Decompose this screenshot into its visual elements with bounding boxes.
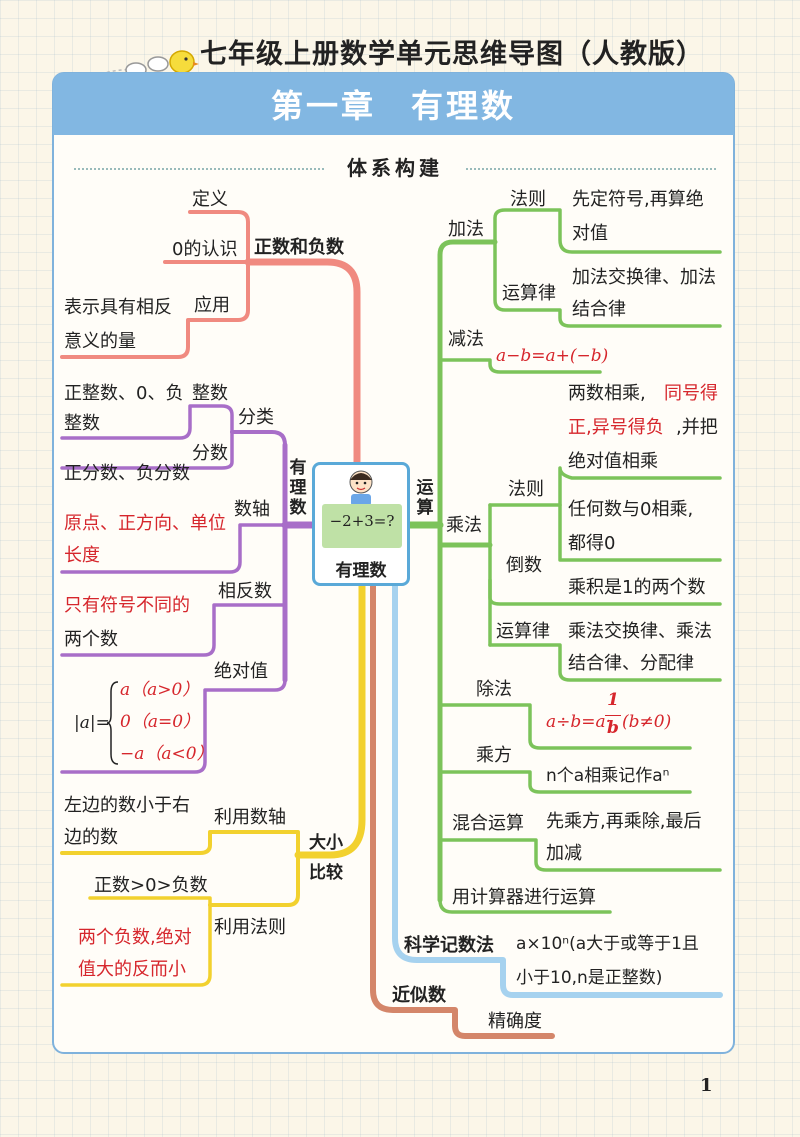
compare-number-line-desc-1: 左边的数小于右 bbox=[64, 795, 190, 816]
mul-law-desc-2: 结合律、分配律 bbox=[568, 653, 694, 674]
add-law-desc-2: 结合律 bbox=[572, 299, 626, 320]
node-calculator: 用计算器进行运算 bbox=[452, 887, 596, 908]
branch-scientific: 科学记数法 bbox=[404, 935, 494, 956]
fraction-desc: 正分数、负分数 bbox=[64, 463, 190, 484]
branch-operations: 运算 bbox=[416, 478, 434, 518]
mul-rule-desc-e: 绝对值相乘 bbox=[568, 451, 658, 472]
node-multiplication: 乘法 bbox=[446, 515, 482, 536]
division-formula-b: (b≠0) bbox=[622, 712, 672, 732]
center-label: 有理数 bbox=[335, 561, 387, 581]
absolute-formula-lhs: |a|= bbox=[74, 713, 110, 733]
compare-rule-desc-1: 正数>0>负数 bbox=[94, 875, 208, 896]
node-classification: 分类 bbox=[238, 407, 274, 428]
subtraction-formula: a−b=a+(−b) bbox=[496, 346, 609, 366]
node-application: 应用 bbox=[194, 295, 230, 316]
node-mul-law: 运算律 bbox=[496, 621, 550, 642]
opposite-desc-2: 两个数 bbox=[64, 629, 118, 650]
branch-compare: 大小比较 bbox=[309, 833, 343, 883]
compare-number-line-desc-2: 边的数 bbox=[64, 827, 118, 848]
node-number-line: 数轴 bbox=[234, 499, 270, 520]
node-fraction: 分数 bbox=[192, 443, 228, 464]
blackboard bbox=[322, 504, 402, 548]
opposite-desc-1: 只有符号不同的 bbox=[64, 595, 190, 616]
divider-right bbox=[466, 168, 716, 170]
add-rule-desc-1: 先定符号,再算绝 bbox=[572, 189, 704, 210]
node-integer: 整数 bbox=[192, 383, 228, 404]
mixed-desc-1: 先乘方,再乘除,最后 bbox=[546, 811, 702, 832]
division-formula-a: a÷b=a· bbox=[546, 712, 612, 732]
mul-zero-desc-1: 任何数与0相乘, bbox=[568, 499, 694, 520]
node-definition: 定义 bbox=[192, 189, 228, 210]
compare-rule-desc-2: 两个负数,绝对 bbox=[78, 927, 192, 948]
mul-rule-desc-b: 同号得 bbox=[664, 383, 718, 404]
branch-rational: 有理数 bbox=[289, 458, 307, 518]
absolute-formula-line-2: 0（a=0） bbox=[120, 712, 201, 732]
application-desc-2: 意义的量 bbox=[64, 331, 136, 352]
left-brace-icon bbox=[106, 681, 119, 765]
division-denominator: b bbox=[607, 718, 619, 738]
node-compare-number-line: 利用数轴 bbox=[214, 807, 286, 828]
absolute-formula-line-3: −a（a<0） bbox=[120, 744, 214, 764]
chapter-banner bbox=[53, 73, 734, 135]
scientific-desc-1: a×10ⁿ(a大于或等于1且 bbox=[516, 934, 699, 954]
page-title: 七年级上册数学单元思维导图（人教版） bbox=[200, 39, 704, 70]
number-line-desc-2: 长度 bbox=[64, 545, 100, 566]
node-compare-rule: 利用法则 bbox=[214, 917, 286, 938]
number-line-desc-1: 原点、正方向、单位 bbox=[64, 513, 226, 534]
scientific-desc-2: 小于10,n是正整数) bbox=[516, 968, 663, 988]
node-power: 乘方 bbox=[476, 745, 512, 766]
division-numerator: 1 bbox=[607, 690, 619, 710]
mul-rule-desc-a: 两数相乘, bbox=[568, 383, 646, 404]
node-opposite: 相反数 bbox=[218, 581, 272, 602]
power-desc: n个a相乘记作aⁿ bbox=[546, 766, 670, 786]
node-division: 除法 bbox=[476, 679, 512, 700]
node-reciprocal: 倒数 bbox=[506, 555, 542, 576]
absolute-formula-line-1: a（a>0） bbox=[120, 680, 200, 700]
integer-desc-2: 整数 bbox=[64, 413, 100, 434]
chapter-title: 第一章 有理数 bbox=[270, 87, 516, 125]
center-equation: −2+3=? bbox=[329, 512, 395, 530]
section-title: 体系构建 bbox=[347, 156, 443, 180]
divider-left bbox=[74, 168, 324, 170]
node-accuracy: 精确度 bbox=[488, 1011, 542, 1032]
branch-approx: 近似数 bbox=[392, 985, 446, 1006]
node-absolute: 绝对值 bbox=[214, 661, 268, 682]
add-law-desc-1: 加法交换律、加法 bbox=[572, 267, 716, 288]
branch-positive-negative: 正数和负数 bbox=[254, 237, 344, 258]
mul-zero-desc-2: 都得0 bbox=[568, 533, 616, 554]
integer-desc-1: 正整数、0、负 bbox=[64, 383, 184, 404]
mul-law-desc-1: 乘法交换律、乘法 bbox=[568, 621, 712, 642]
node-mixed: 混合运算 bbox=[452, 813, 524, 834]
node-add-rule: 法则 bbox=[510, 189, 546, 210]
node-addition: 加法 bbox=[448, 219, 484, 240]
node-zero: 0的认识 bbox=[172, 239, 238, 260]
mixed-desc-2: 加减 bbox=[546, 843, 582, 864]
node-add-law: 运算律 bbox=[502, 283, 556, 304]
compare-rule-desc-3: 值大的反而小 bbox=[78, 959, 186, 980]
node-subtraction: 减法 bbox=[448, 329, 484, 350]
division-fraction-bar bbox=[605, 715, 621, 716]
mul-rule-desc-d: ,并把 bbox=[676, 417, 718, 438]
application-desc-1: 表示具有相反 bbox=[64, 297, 172, 318]
student-icon bbox=[349, 470, 373, 506]
page-number: 1 bbox=[700, 1075, 713, 1096]
mul-rule-desc-c: 正,异号得负 bbox=[568, 417, 664, 438]
node-mul-rule: 法则 bbox=[508, 479, 544, 500]
add-rule-desc-2: 对值 bbox=[572, 223, 608, 244]
reciprocal-desc: 乘积是1的两个数 bbox=[568, 577, 706, 598]
